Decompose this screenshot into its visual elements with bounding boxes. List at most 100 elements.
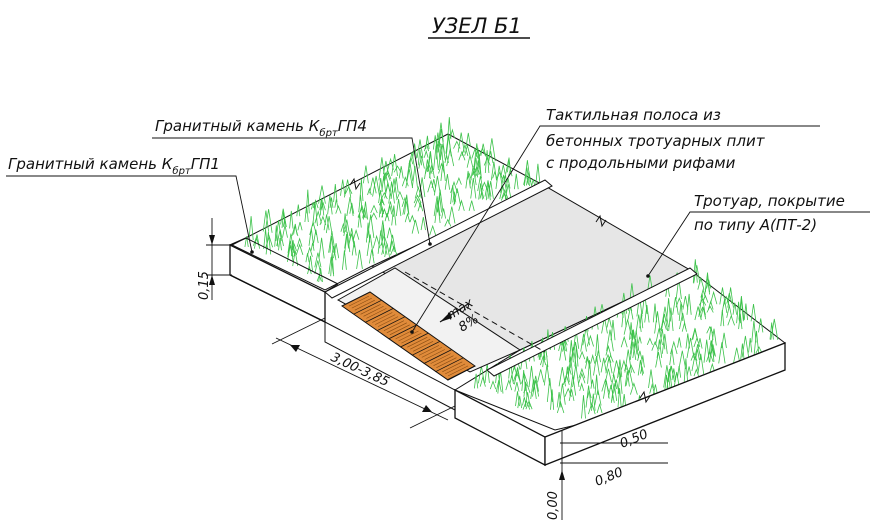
grass-blade [395, 199, 402, 217]
grass-blade [501, 188, 509, 199]
dim-height-arrow-bottom [209, 275, 215, 285]
label-tactile-2: бетонных тротуарных плит [546, 132, 766, 150]
break-mark-2 [595, 214, 607, 228]
grass-blade [753, 330, 760, 355]
grass-blade [433, 175, 441, 196]
grass-blade [292, 250, 299, 267]
grass-blade [500, 164, 507, 178]
grass-blade [584, 358, 591, 369]
grass-blade [578, 367, 586, 379]
grass-blade [384, 182, 391, 196]
grass-blade [758, 318, 764, 333]
grass-blade [484, 150, 490, 174]
grass-blade [686, 337, 695, 359]
grass-blade [424, 141, 429, 152]
grass-blade [427, 179, 435, 193]
grass-blade [329, 197, 334, 208]
grass-blade [318, 185, 326, 204]
tactile-rib [418, 345, 440, 356]
grass-blade [347, 233, 355, 248]
tactile-rib [407, 336, 428, 348]
grass-blade [623, 319, 632, 335]
grass-blade [381, 224, 386, 246]
grass-blade [691, 327, 699, 341]
grass-blade [314, 260, 322, 274]
tactile-rib [424, 349, 445, 360]
grass-blade [488, 138, 496, 162]
grass-blade [736, 301, 741, 324]
grass-blade [438, 162, 445, 174]
grass-blade [625, 369, 634, 386]
grass-blade [649, 383, 655, 394]
grass-blade [446, 148, 455, 167]
grass-blade [517, 395, 522, 409]
grass-blade [287, 245, 294, 262]
grass-blade [579, 382, 585, 392]
grass-blade [677, 366, 682, 378]
grass-blade [646, 337, 653, 346]
grass-blade [370, 212, 378, 220]
tactile-tile-joint [400, 332, 429, 348]
grass-blade [617, 366, 622, 379]
grass-blade [333, 243, 340, 259]
grass-blade [666, 368, 673, 389]
grass-blade [532, 375, 539, 392]
grass-blade [532, 380, 540, 397]
grass-blade [721, 299, 728, 313]
grass-blade [334, 199, 339, 208]
grass-blade [401, 176, 409, 187]
grass-blade [492, 170, 498, 179]
grass-blade [381, 242, 388, 255]
grass-blade [344, 234, 349, 249]
grass-blade [624, 370, 630, 387]
grass-blade [305, 189, 310, 214]
grass-blade [568, 389, 575, 401]
grass-blade [610, 320, 616, 341]
grass-blade [661, 306, 669, 328]
grass-blade [620, 335, 628, 348]
grass-blade [433, 196, 441, 217]
tactile-rib [383, 320, 405, 331]
tactile-rib [436, 357, 457, 368]
grass-blade [378, 198, 385, 206]
grass-blade [611, 383, 618, 401]
slope-arrow-head [440, 312, 452, 322]
grass-blade [710, 344, 716, 357]
grass-blade [743, 303, 748, 321]
grass-blade [537, 369, 545, 383]
grass-blade [708, 326, 714, 340]
leader-granite-gp4 [152, 137, 431, 245]
grass-blade [359, 178, 364, 202]
grass-blade [593, 356, 600, 376]
grass-blade [264, 209, 273, 233]
grass-blade [585, 385, 592, 408]
grass-blade [479, 190, 485, 199]
grass-blade [648, 369, 654, 389]
dim-width-ext-left [271, 317, 326, 345]
grass-blade [514, 173, 519, 190]
grass-blade [721, 332, 727, 348]
grass-blade [500, 174, 508, 193]
grass-blade [706, 325, 714, 334]
tactile-tile-joint [365, 308, 394, 323]
tactile-rib [386, 322, 407, 334]
grass-blade [568, 356, 574, 377]
grass-blade [437, 195, 442, 213]
grass-blade [380, 191, 388, 200]
grass-blade [673, 371, 680, 389]
grass-blade [378, 157, 386, 181]
grass-blade [770, 318, 779, 340]
tactile-rib [433, 355, 454, 366]
grass-blade [404, 212, 411, 223]
grass-blade [369, 249, 375, 264]
grass-blade [275, 219, 282, 242]
grass-blade [621, 359, 627, 370]
grass-blade [489, 380, 497, 390]
grass-blade [432, 135, 438, 150]
grass-blade [418, 155, 425, 169]
grass-blade [726, 305, 733, 318]
grass-blade [389, 234, 396, 252]
grass-blade [386, 201, 395, 217]
grass-blade [706, 305, 714, 313]
